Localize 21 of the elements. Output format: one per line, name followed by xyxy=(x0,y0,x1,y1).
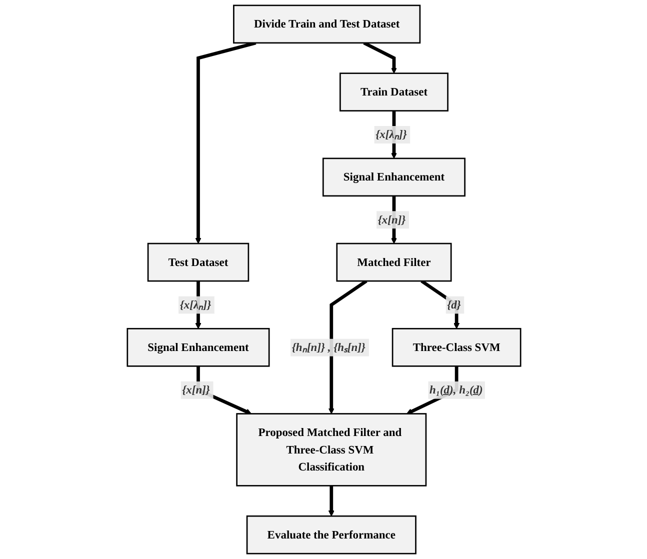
node-box xyxy=(146,242,249,282)
flowchart-drawing: Divide Train and Test Dataset Train Dataset {x[λₙ]} Signal Enhancement {x[n]} Test Dataset Matched Filter {x[λₙ]} {d} Signal Enhancement {hₙ[n]} , {hₛ[n]} Three-Class SVM {x[n]} h₁(d̲), h₂(d̲) Proposed Matched Filter and Three-Class SVM Classification Evaluate the Performance xyxy=(122,0,526,559)
node-box xyxy=(339,72,448,112)
edge-label: {x[λₙ]} xyxy=(375,128,406,141)
node-box xyxy=(232,4,420,44)
arrow xyxy=(328,486,334,516)
node-box xyxy=(246,515,416,554)
node-box xyxy=(391,328,521,367)
node-box xyxy=(126,328,270,367)
node-box xyxy=(236,413,426,486)
arrow xyxy=(194,41,256,244)
edge-label: {x[λₙ]} xyxy=(179,298,211,312)
edge-label: {d} xyxy=(446,298,460,312)
edge-label: {hₙ[n]} , {hₛ[n]} xyxy=(291,340,365,354)
edge-label: {x[n]} xyxy=(182,383,210,396)
node-box xyxy=(322,158,465,197)
edge-label: h₁(d̲), h₂(d̲) xyxy=(429,383,482,396)
node-box xyxy=(336,242,452,282)
edge-label: {x[n]} xyxy=(377,213,406,226)
arrow xyxy=(362,41,396,74)
arrow xyxy=(328,280,367,414)
